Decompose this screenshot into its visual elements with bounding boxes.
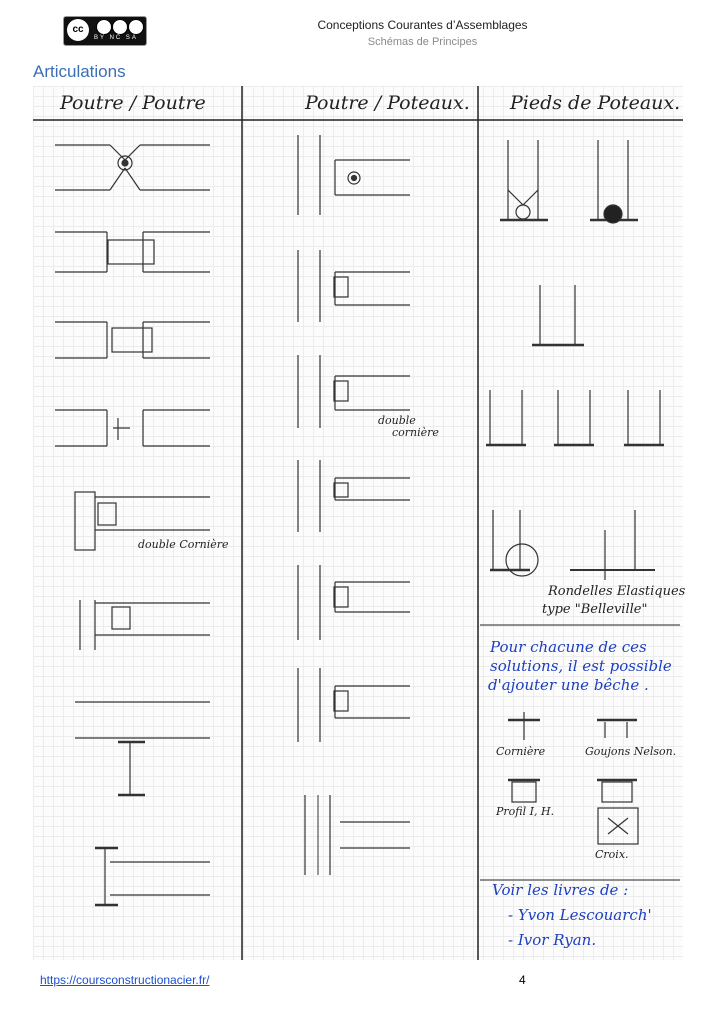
pin-icon <box>121 159 129 167</box>
profile-key <box>601 781 633 803</box>
pin-icon <box>350 174 358 182</box>
reference-1: - Yvon Lescouarch' <box>508 906 652 924</box>
license-label: BY NC SA <box>94 35 138 41</box>
section-title: Articulations <box>33 62 126 81</box>
connection-angle <box>333 690 349 712</box>
creative-commons-logo: cc BY NC SA <box>63 16 147 46</box>
document-title: Conceptions Courantes d’Assemblages <box>317 18 528 32</box>
annotation-belleville-2: type "Belleville" <box>542 602 648 617</box>
pin-icon <box>347 171 361 185</box>
profile-key <box>511 781 537 803</box>
column-section <box>74 491 96 551</box>
shear-key-studs-label: Goujons Nelson. <box>585 745 677 758</box>
angle-plate <box>111 606 131 630</box>
sketch-stroke <box>124 167 141 191</box>
sketch-stroke <box>607 817 629 835</box>
sa-icon <box>128 19 144 35</box>
sketch-sheet <box>33 86 683 960</box>
sketch-stroke <box>522 189 539 206</box>
pin-icon <box>117 155 133 171</box>
splice-plate <box>111 327 153 353</box>
sketch-stroke <box>109 167 126 191</box>
cc-mark: cc <box>67 19 89 41</box>
angle-plate <box>97 502 117 526</box>
column-header-beam-beam: Poutre / Poutre <box>60 92 206 114</box>
shear-key-profile-label: Profil I, H. <box>496 805 555 818</box>
pin-icon <box>515 204 531 220</box>
sketch-stroke <box>124 144 141 161</box>
annotation-double-angle-column-1: double <box>378 414 416 427</box>
annotation-double-angle-beam: double Cornière <box>138 538 229 551</box>
by-icon <box>96 19 112 35</box>
nc-icon <box>112 19 128 35</box>
connection-angle <box>333 276 349 298</box>
note-line-2: solutions, il est possible <box>490 657 672 675</box>
reference-2: - Ivor Ryan. <box>508 931 597 949</box>
website-link[interactable]: https://coursconstructionacier.fr/ <box>40 973 210 987</box>
references-title: Voir les livres de : <box>492 881 629 899</box>
splice-plate <box>107 239 155 265</box>
note-line-3: d'ajouter une bêche . <box>488 676 649 694</box>
connection-angle <box>333 482 349 498</box>
column-header-column-base: Pieds de Poteaux. <box>510 92 681 114</box>
document-subtitle: Schémas de Principes <box>367 36 478 48</box>
cross-key <box>597 807 639 845</box>
pin-icon <box>603 204 623 224</box>
connection-angle <box>333 586 349 608</box>
sketch-stroke <box>507 189 524 206</box>
note-line-1: Pour chacune de ces <box>490 638 647 656</box>
annotation-belleville-1: Rondelles Elastiques <box>548 584 686 599</box>
detail-circle <box>505 543 539 577</box>
annotation-double-angle-column-2: cornière <box>392 426 439 439</box>
shear-key-cross-label: Croix. <box>595 848 629 861</box>
shear-key-angle-label: Cornière <box>496 745 546 758</box>
sketch-stroke <box>109 144 126 161</box>
connection-angle <box>333 380 349 402</box>
page-number: 4 <box>519 973 526 987</box>
column-header-beam-column: Poutre / Poteaux. <box>305 92 470 114</box>
